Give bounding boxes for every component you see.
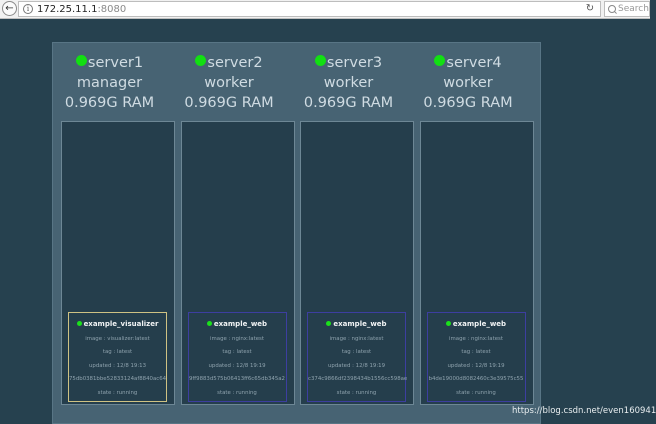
node-task-area: example_web image : nginx:latest tag : l… [300, 121, 414, 405]
node-role: worker [323, 75, 374, 91]
swarm-cluster: server1 manager 0.969G RAM example_visua… [52, 42, 541, 424]
task-updated: updated : 12/8 19:19 [327, 362, 385, 369]
node-header: server1 manager 0.969G RAM [53, 53, 166, 113]
task-name: example_visualizer [83, 320, 159, 328]
node-role: worker [204, 75, 254, 91]
task-name: example_web [452, 320, 507, 328]
url-host: 172.25.11.1 [37, 4, 98, 15]
status-dot-icon [434, 55, 446, 66]
node-server3: server3 worker 0.969G RAM example_web im… [292, 43, 414, 423]
task-id: 9ff9883d575b06413ff6c65db345a2 [189, 376, 285, 383]
url-text[interactable]: 172.25.11.1:8080 [37, 3, 126, 16]
task-status-dot-icon [76, 321, 82, 326]
browser-toolbar: ← i 172.25.11.1:8080 ↻ Search [0, 0, 650, 19]
task-card[interactable]: example_web image : nginx:latest tag : l… [426, 312, 526, 402]
node-task-area: example_visualizer image : visualizer:la… [61, 121, 175, 405]
node-header: server3 worker 0.969G RAM [292, 53, 405, 113]
task-card[interactable]: example_web image : nginx:latest tag : l… [307, 312, 408, 402]
task-id: 75db0381bbe52833124af8840ac64 [69, 376, 167, 383]
node-header: server2 worker 0.969G RAM [173, 53, 286, 113]
node-role: worker [443, 75, 493, 91]
task-state: state : running [456, 389, 496, 396]
node-role: manager [76, 75, 143, 91]
task-state: state : running [336, 389, 377, 396]
status-dot-icon [195, 55, 207, 66]
reload-button[interactable]: ↻ [584, 3, 596, 15]
task-image: image : nginx:latest [329, 335, 384, 342]
info-icon[interactable]: i [23, 4, 33, 14]
task-updated: updated : 12/8 19:13 [88, 362, 146, 369]
task-title: example_web [189, 319, 286, 329]
node-title: server1 [53, 53, 166, 73]
node-header: server4 worker 0.969G RAM [412, 53, 525, 113]
search-placeholder: Search [618, 4, 649, 14]
task-updated: updated : 12/8 19:19 [447, 362, 505, 369]
arrow-left-icon: ← [5, 3, 14, 14]
node-server2: server2 worker 0.969G RAM example_web im… [173, 43, 295, 423]
task-title: example_visualizer [69, 319, 166, 329]
task-status-dot-icon [206, 321, 212, 326]
node-server1: server1 manager 0.969G RAM example_visua… [53, 43, 175, 423]
back-button[interactable]: ← [2, 1, 17, 16]
search-input[interactable]: Search [604, 1, 650, 17]
node-task-area: example_web image : nginx:latest tag : l… [180, 121, 295, 405]
task-card[interactable]: example_visualizer image : visualizer:la… [68, 312, 167, 402]
node-task-area: example_web image : nginx:latest tag : l… [419, 121, 534, 405]
task-card[interactable]: example_web image : nginx:latest tag : l… [187, 312, 287, 402]
task-image: image : nginx:latest [449, 335, 503, 342]
task-state: state : running [217, 389, 257, 396]
node-name: server4 [446, 55, 502, 71]
task-status-dot-icon [445, 321, 451, 326]
task-name: example_web [213, 320, 268, 328]
node-server4: server4 worker 0.969G RAM example_web im… [412, 43, 534, 423]
watermark: https://blog.csdn.net/even160941 [512, 406, 656, 416]
task-tag: tag : latest [461, 349, 491, 356]
task-title: example_web [428, 319, 525, 329]
status-dot-icon [75, 55, 87, 66]
task-name: example_web [333, 320, 387, 328]
task-id: b4de19000d8082460c3e39575c55 [428, 376, 524, 383]
node-title: server2 [173, 53, 286, 73]
task-state: state : running [97, 389, 138, 396]
search-icon [608, 5, 616, 13]
task-tag: tag : latest [341, 349, 372, 356]
node-title: server4 [412, 53, 525, 73]
task-id: c374c9866df2398434b1556cc598ae [308, 376, 408, 383]
node-title: server3 [292, 53, 405, 73]
task-status-dot-icon [326, 321, 332, 326]
reload-icon: ↻ [585, 3, 595, 14]
task-title: example_web [308, 319, 405, 329]
node-ram: 0.969G RAM [423, 95, 513, 111]
node-ram: 0.969G RAM [303, 95, 394, 111]
task-image: image : nginx:latest [210, 335, 264, 342]
node-name: server3 [326, 55, 383, 71]
task-updated: updated : 12/8 19:19 [208, 362, 266, 369]
task-tag: tag : latest [102, 349, 133, 356]
task-tag: tag : latest [222, 349, 252, 356]
task-image: image : visualizer:latest [85, 335, 150, 342]
address-bar[interactable]: i 172.25.11.1:8080 ↻ [18, 1, 601, 17]
status-dot-icon [314, 55, 326, 66]
node-name: server2 [207, 55, 263, 71]
url-port: :8080 [97, 4, 127, 15]
node-ram: 0.969G RAM [184, 95, 274, 111]
node-name: server1 [87, 55, 144, 71]
node-ram: 0.969G RAM [64, 95, 155, 111]
